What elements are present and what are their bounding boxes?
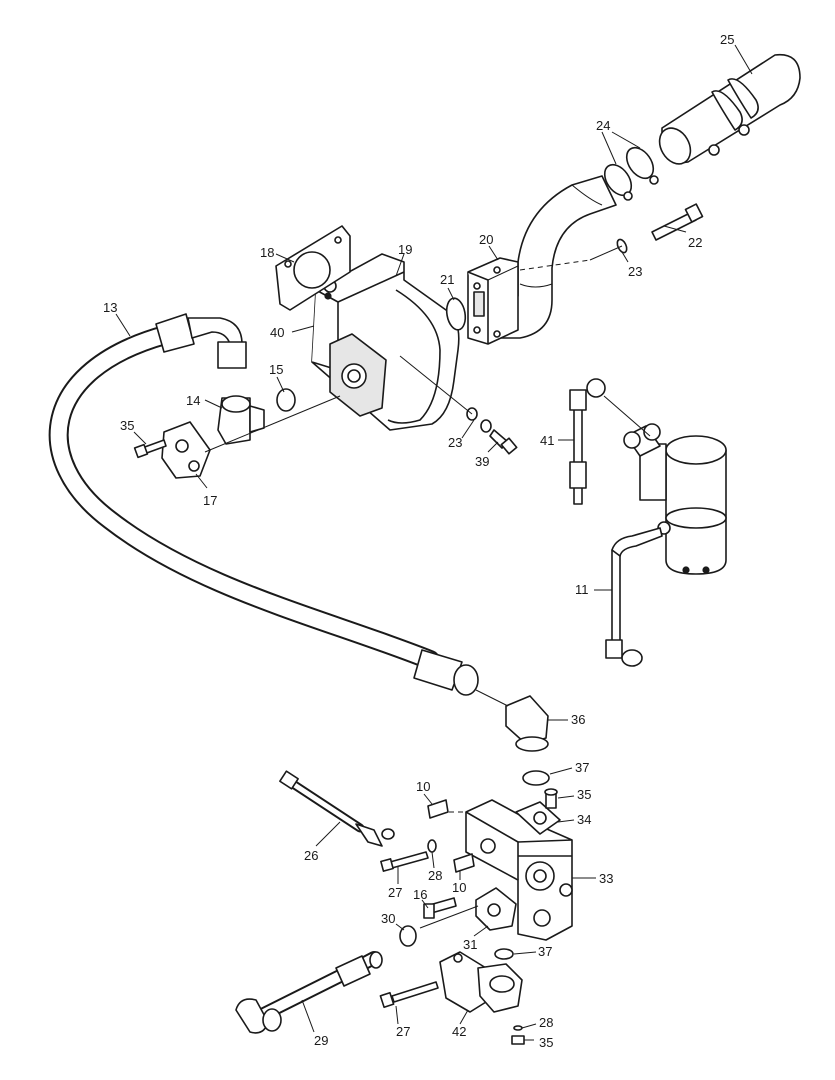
callout-26: 26 (304, 848, 318, 863)
callout-21: 21 (440, 272, 454, 287)
part-31-split-flange (475, 887, 517, 931)
callout-18: 18 (260, 245, 274, 260)
callout-14: 14 (186, 393, 200, 408)
part-35-bolt-left (133, 439, 167, 459)
callout-35-left: 35 (120, 418, 134, 433)
part-20-suction-elbow (467, 175, 617, 345)
callout-labels: 25 24 22 23 20 18 19 21 13 40 15 14 35 1… (103, 32, 734, 1050)
callout-23-upper: 23 (628, 264, 642, 279)
callout-11: 11 (575, 582, 589, 597)
callout-42: 42 (452, 1024, 466, 1039)
callout-37-upper: 37 (575, 760, 589, 775)
callout-15: 15 (269, 362, 283, 377)
part-22-bolt (651, 203, 704, 241)
callout-41: 41 (540, 433, 554, 448)
callout-40: 40 (270, 325, 284, 340)
callout-24: 24 (596, 118, 610, 133)
part-14-elbow-fitting (217, 395, 265, 445)
part-35-bolt-upper (544, 788, 558, 809)
callout-35-upper: 35 (577, 787, 591, 802)
part-26-hydraulic-hose (279, 770, 395, 847)
part-36-elbow-fitting (475, 689, 549, 752)
callout-19: 19 (398, 242, 412, 257)
part-10-fitting-lower (453, 853, 475, 873)
part-16-bolt (423, 897, 457, 919)
part-19-hydraulic-pump (311, 253, 460, 431)
part-30-o-ring (399, 925, 417, 947)
callout-37-lower: 37 (538, 944, 552, 959)
part-29-hydraulic-hose (235, 951, 383, 1034)
part-42-flange-elbow (439, 951, 523, 1013)
part-35-bolt-lower (511, 1035, 525, 1045)
leader-pump-fitting (204, 395, 341, 453)
part-13-pressure-hose (48, 313, 479, 696)
part-28-washer-upper (427, 839, 437, 853)
part-27-bolt-lower (379, 981, 439, 1009)
callout-10-lower: 10 (452, 880, 466, 895)
callout-39: 39 (475, 454, 489, 469)
part-28-washer-lower (513, 1025, 523, 1031)
callout-16: 16 (413, 887, 427, 902)
part-37-o-ring-upper (522, 770, 550, 786)
part-11-hydraulic-line (605, 527, 663, 667)
callout-20: 20 (479, 232, 493, 247)
part-41-hydraulic-line (569, 378, 651, 505)
callout-35-lower: 35 (539, 1035, 553, 1050)
part-34-flange (515, 801, 561, 835)
callout-34: 34 (577, 812, 591, 827)
part-10-fitting-upper (427, 799, 449, 819)
callout-22: 22 (688, 235, 702, 250)
callout-27-lower: 27 (396, 1024, 410, 1039)
part-27-bolt-upper (380, 851, 429, 872)
part-37-o-ring-lower (494, 948, 514, 960)
part-25-suction-tube (658, 53, 801, 165)
callout-29: 29 (314, 1033, 328, 1048)
part-17-split-flange (161, 421, 211, 479)
part-15-o-ring (276, 388, 296, 412)
part-18-flange-gasket (275, 225, 351, 311)
callout-leaders (115, 44, 753, 1041)
callout-23-lower: 23 (448, 435, 462, 450)
callout-13: 13 (103, 300, 117, 315)
leader-valve-flange (419, 905, 479, 929)
part-23-washer-upper (589, 238, 628, 261)
callout-10-upper: 10 (416, 779, 430, 794)
callout-30: 30 (381, 911, 395, 926)
callout-36: 36 (571, 712, 585, 727)
callout-25: 25 (720, 32, 734, 47)
callout-17: 17 (203, 493, 217, 508)
callout-28-upper: 28 (428, 868, 442, 883)
part-23-washers-lower (399, 355, 492, 433)
part-33-valve-block (440, 799, 573, 941)
part-39-bolt (489, 429, 518, 455)
steering-unit (623, 423, 727, 575)
callout-28-lower: 28 (539, 1015, 553, 1030)
callout-27-upper: 27 (388, 885, 402, 900)
callout-31: 31 (463, 937, 477, 952)
callout-33: 33 (599, 871, 613, 886)
part-24-hose-clamps (603, 146, 659, 201)
